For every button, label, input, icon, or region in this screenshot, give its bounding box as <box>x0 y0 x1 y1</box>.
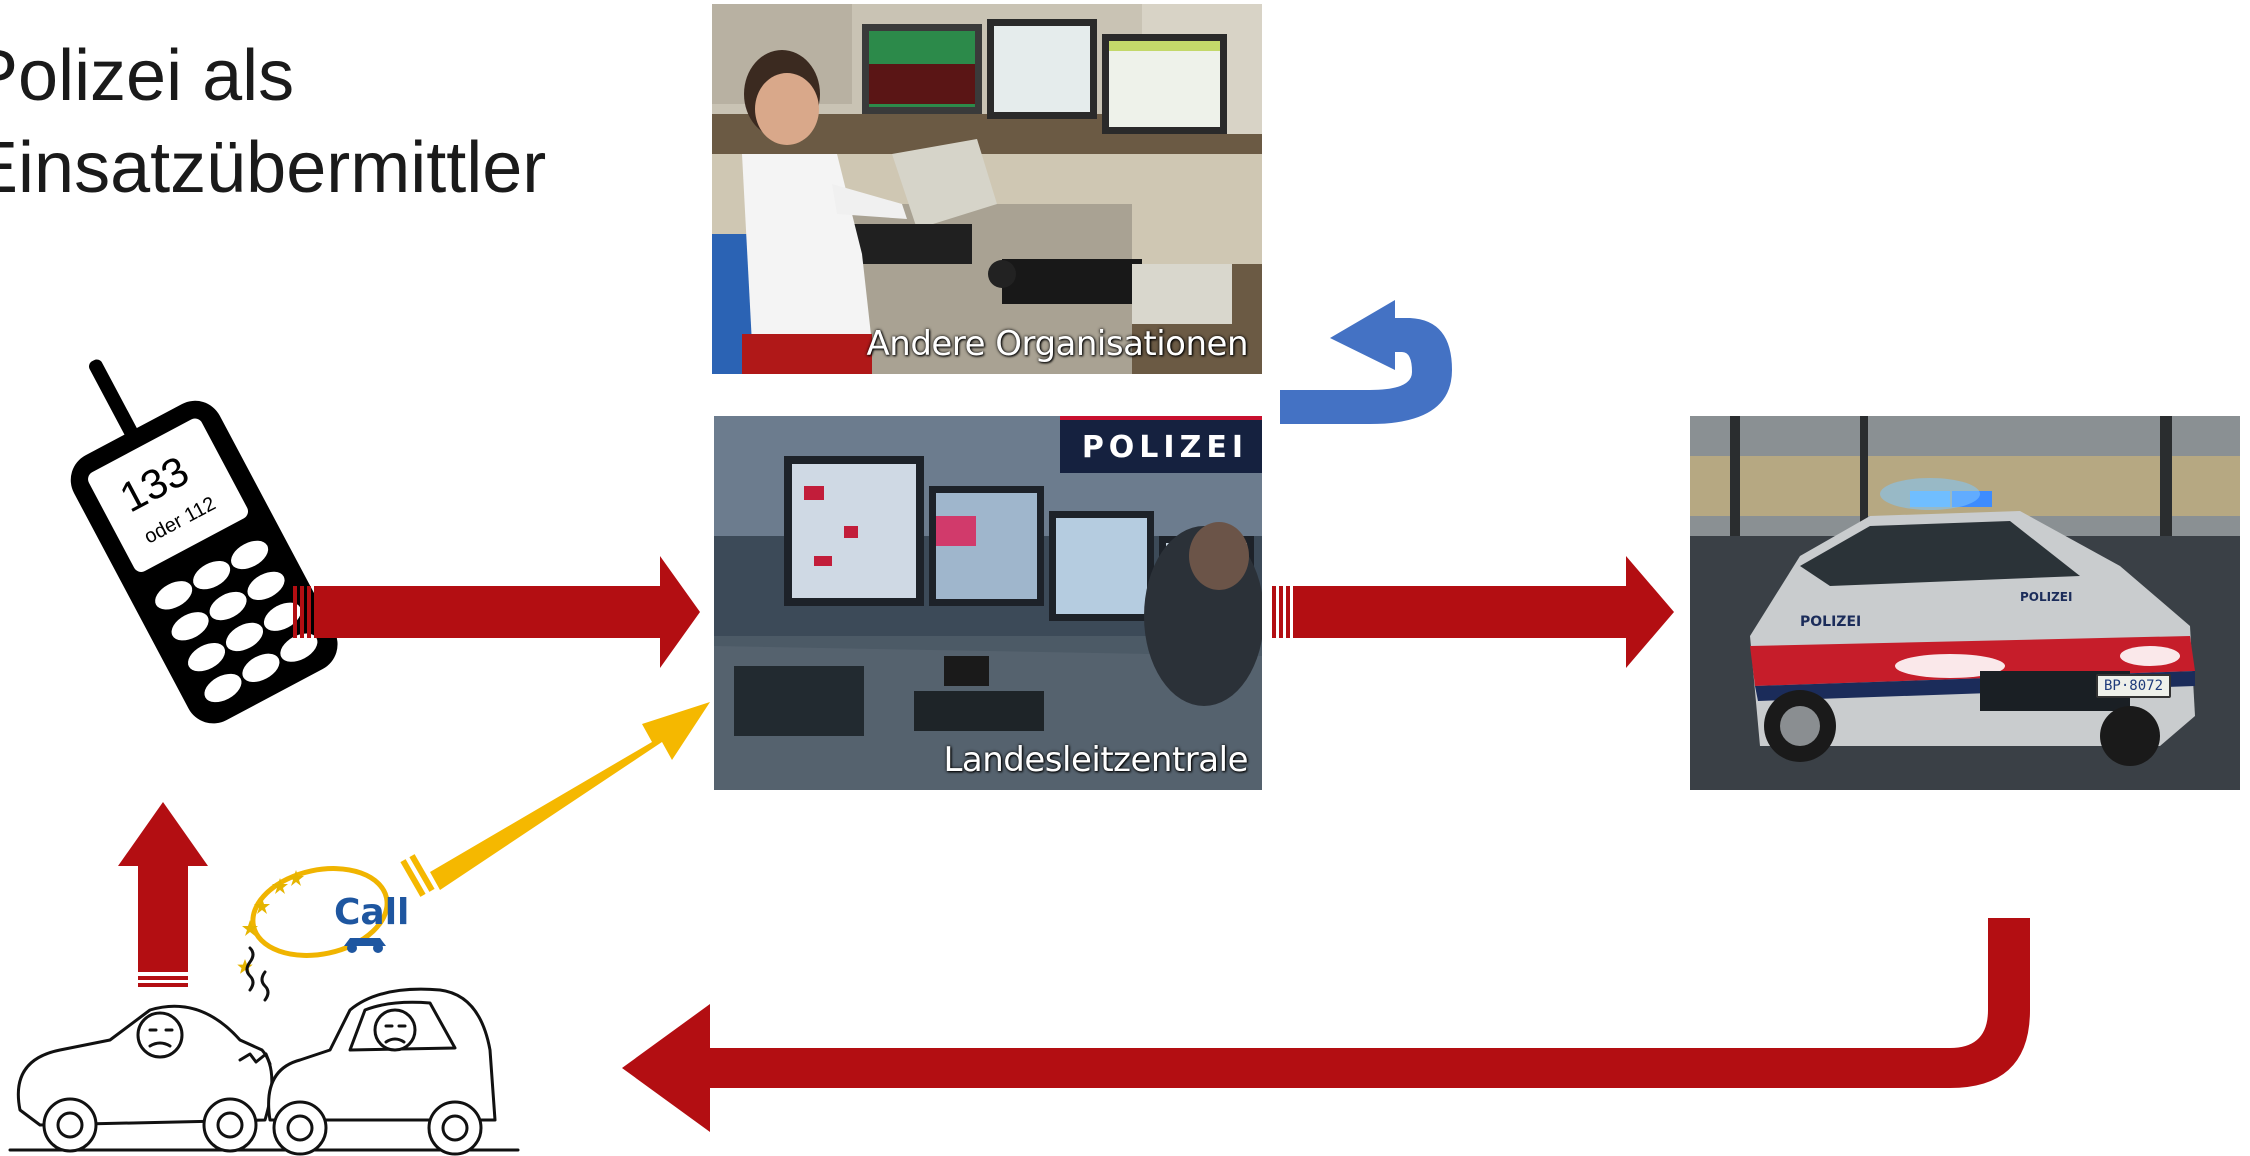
police-car-illustration: POLIZEI POLIZEI <box>1690 416 2240 790</box>
phone-alt-number: oder 112 <box>141 493 220 549</box>
ecall-label: Call <box>334 892 409 933</box>
other-organisations-caption: Andere Organisationen <box>866 324 1249 364</box>
dispatch-room-illustration <box>712 4 1262 374</box>
car-hood-lettering: POLIZEI <box>2020 590 2072 604</box>
ecall-logo-icon: Call <box>237 866 409 974</box>
arrow-scene-to-phone <box>118 802 208 987</box>
arrow-dispatch-to-other-orgs <box>1280 300 1452 424</box>
phone-number: 133 <box>112 447 196 521</box>
phone-keypad <box>155 540 318 703</box>
landesleitzentrale-photo: POLIZEI Landesleitzentrale <box>714 416 1262 790</box>
car-door-lettering: POLIZEI <box>1800 614 1861 630</box>
polizei-badge: POLIZEI <box>1059 416 1262 473</box>
arrow-dispatch-to-car <box>1272 556 1674 668</box>
other-organisations-photo: Andere Organisationen <box>712 4 1262 374</box>
police-car-photo: POLIZEI POLIZEI BP·8072 <box>1690 416 2240 790</box>
control-room-illustration <box>714 416 1262 790</box>
license-plate: BP·8072 <box>2096 674 2172 698</box>
arrow-ecall-to-dispatch <box>400 702 710 897</box>
arrow-phone-to-dispatch <box>293 556 700 668</box>
slide-title: Polizei als Einsatzübermittler <box>0 36 547 208</box>
mobile-phone-icon: 133 oder 112 <box>70 359 338 724</box>
landesleitzentrale-caption: Landesleitzentrale <box>943 740 1248 780</box>
car-crash-illustration <box>8 946 520 1156</box>
arrow-car-to-scene <box>622 918 2030 1132</box>
